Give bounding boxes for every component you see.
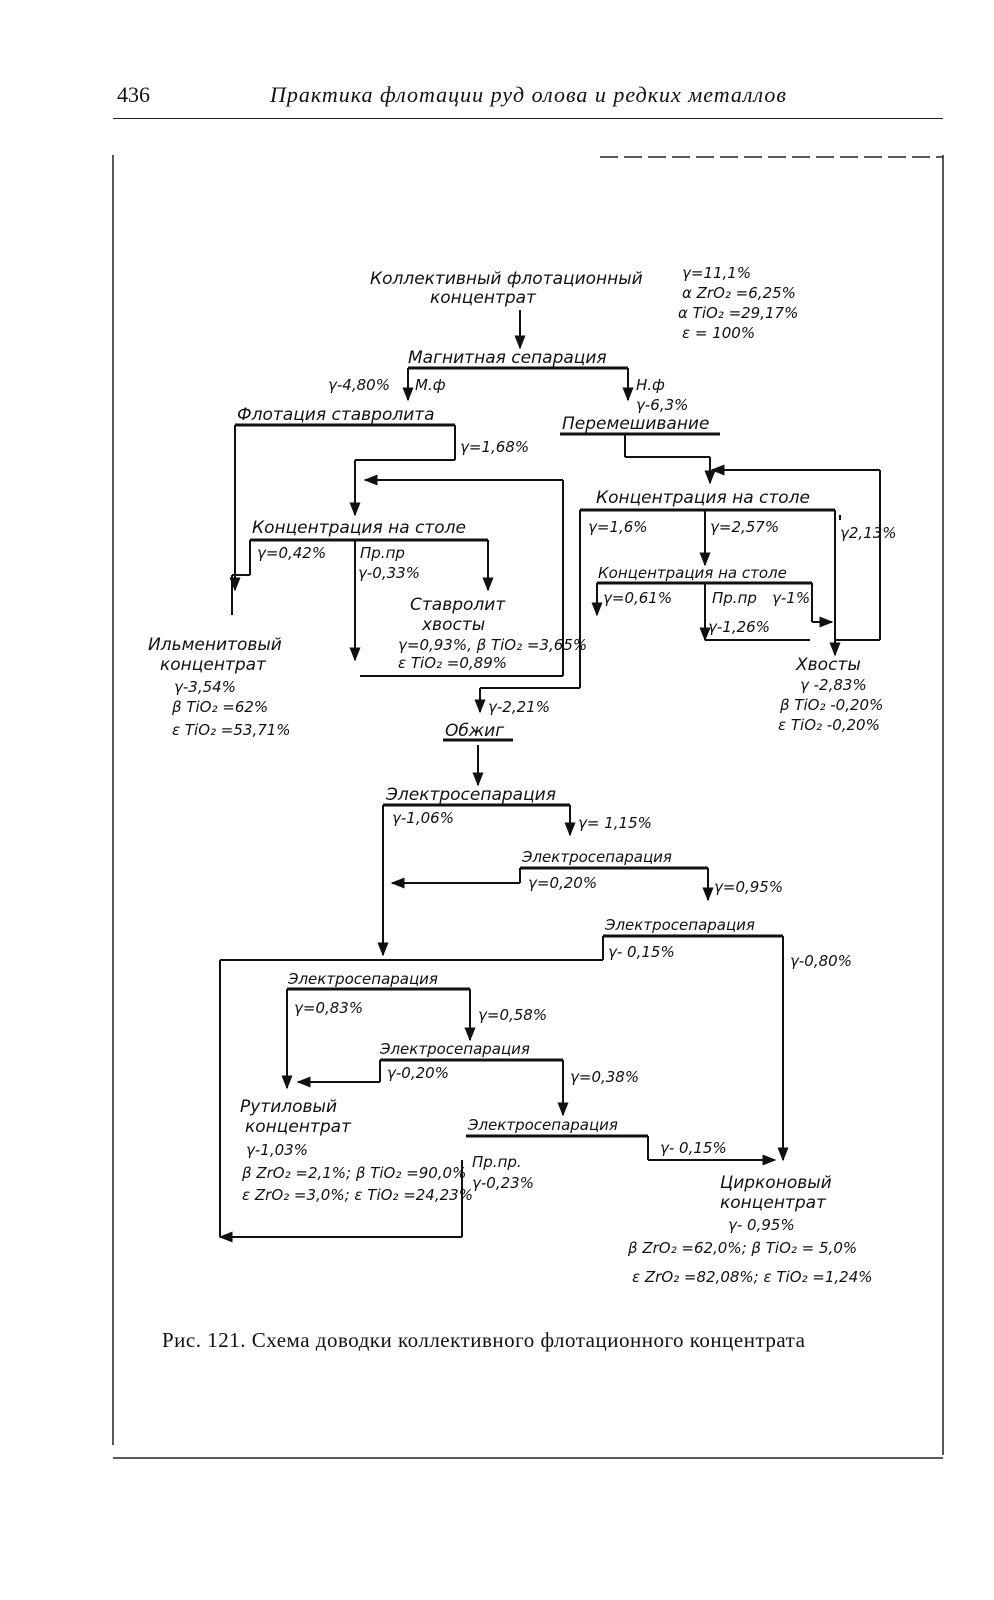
rutile-concentrate: Рутиловый [240,1097,337,1117]
roast-gamma: γ-2,21% [488,698,550,716]
zircon-stat: γ- 0,95% [728,1216,795,1234]
op-es6: Электросепарация [467,1116,618,1134]
feed-label-2: концентрат [430,288,537,308]
zircon-stat: ε ZrO₂ =82,08%; ε TiO₂ =1,24% [632,1268,873,1286]
header-rule [113,118,943,119]
feed-label: Коллективный флотационный [370,269,643,289]
op-es4: Электросепарация [287,970,438,988]
page-number: 436 [117,82,150,107]
es3-right: γ-0,80% [790,952,852,970]
figure-frame [112,155,944,1459]
page-header: 436 Практика флотации руд олова и редких… [0,0,994,130]
mf-label: М.ф [415,376,446,394]
op-es2: Электросепарация [521,848,672,866]
running-title: Практика флотации руд олова и редких мет… [270,82,787,107]
op-table1: Концентрация на столе [252,518,466,538]
feed-stat: α TiO₂ =29,17% [678,304,798,322]
nf-label: Н.ф [636,376,665,394]
es4-left: γ=0,83% [294,999,363,1017]
op-magnetic: Магнитная сепарация [408,348,607,368]
feed-stat: γ=11,1% [682,264,751,282]
rutile-stat: ε ZrO₂ =3,0%; ε TiO₂ =24,23% [242,1186,473,1204]
op-table3: Концентрация на столе [598,564,787,582]
staurolite-tail-2: хвосты [421,615,485,635]
feed-stat: ε = 100% [682,324,755,342]
t1-conc: γ=0,42% [257,544,326,562]
staurolite-tail: Ставролит [410,595,506,615]
rutile-concentrate-2: концентрат [245,1117,352,1137]
t3-mid-gamma: γ-1% [772,589,810,607]
t1-mid-label: Пр.пр [360,544,405,562]
t2-c: γ2,13% [840,524,897,542]
t3-conc: γ=0,61% [603,589,672,607]
tails-stat: ε TiO₂ -0,20% [778,716,880,734]
feed-stat: α ZrO₂ =6,25% [682,284,796,302]
es5-left: γ-0,20% [387,1064,449,1082]
tails-stat: γ -2,83% [800,676,867,694]
ilmenite-stat: ε TiO₂ =53,71% [172,721,291,739]
t1-mid: γ-0,33% [358,564,420,582]
ilmenite-concentrate-2: концентрат [160,655,267,675]
op-mixing: Перемешивание [562,414,709,434]
tails: Хвосты [795,655,861,675]
figure-caption: Рис. 121. Схема доводки коллективного фл… [162,1328,806,1352]
ilmenite-stat: β TiO₂ =62% [171,698,268,716]
rutile-stat: γ-1,03% [246,1141,308,1159]
es6-mid-label: Пр.пр. [472,1153,522,1171]
op-es1: Электросепарация [385,785,556,805]
staurolite-tail-3: γ=0,93%, β TiO₂ =3,65% [398,636,587,654]
t2-b: γ=2,57% [710,518,779,536]
es1-right: γ= 1,15% [578,814,652,832]
es3-left: γ- 0,15% [608,943,675,961]
sf-gamma: γ=1,68% [460,438,529,456]
es4-right: γ=0,58% [478,1006,547,1024]
t3-mid-label: Пр.пр [712,589,757,607]
mf-gamma: γ-4,80% [328,376,390,394]
zircon-concentrate-2: концентрат [720,1193,827,1213]
rutile-stat: β ZrO₂ =2,1%; β TiO₂ =90,0% [241,1164,466,1182]
ilmenite-concentrate: Ильменитовый [148,635,282,655]
es5-right: γ=0,38% [570,1068,639,1086]
op-es5: Электросепарация [379,1040,530,1058]
es2-left: γ=0,20% [528,874,597,892]
flow-lines [218,310,881,1243]
op-es3: Электросепарация [604,916,755,934]
op-staurolite-flotation: Флотация ставролита [237,405,435,425]
es6-right: γ- 0,15% [660,1139,727,1157]
tails-stat: β TiO₂ -0,20% [779,696,883,714]
op-table2: Концентрация на столе [596,488,810,508]
diagram-labels: Коллективный флотационный концентрат γ=1… [148,264,897,1286]
es1-left: γ-1,06% [392,809,454,827]
es2-right: γ=0,95% [714,878,783,896]
es6-mid: γ-0,23% [472,1174,534,1192]
nf-gamma: γ-6,3% [636,396,688,414]
zircon-concentrate: Цирконовый [720,1173,832,1193]
t2-a: γ=1,6% [588,518,648,536]
staurolite-tail-4: ε TiO₂ =0,89% [398,654,507,672]
op-roast: Обжиг [445,721,504,741]
ilmenite-stat: γ-3,54% [174,678,236,696]
t3-b: γ-1,26% [708,618,770,636]
zircon-stat: β ZrO₂ =62,0%; β TiO₂ = 5,0% [627,1239,857,1257]
